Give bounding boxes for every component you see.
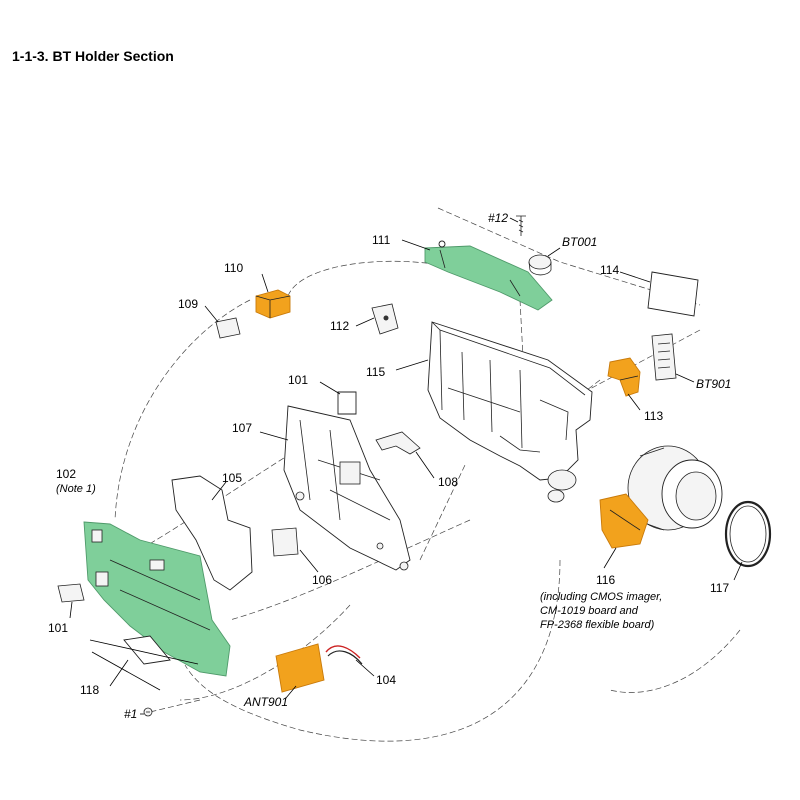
screw-12-icon	[516, 215, 526, 236]
label-115: 115	[366, 365, 385, 379]
label-107: 107	[232, 421, 252, 435]
flex-108	[375, 431, 421, 455]
holder-110	[255, 289, 291, 319]
label-ant901: ANT901	[243, 695, 288, 709]
connector-bt901	[651, 333, 677, 381]
label-102: 102	[56, 467, 76, 481]
bt-holder-frame-115	[427, 321, 593, 503]
label-116-note-b: CM-1019 board and	[540, 605, 639, 617]
label-104: 104	[376, 673, 396, 687]
main-board-102	[83, 521, 231, 677]
section-title: 1-1-3. BT Holder Section	[12, 48, 174, 64]
board-111	[424, 240, 553, 311]
label-112: 112	[330, 319, 349, 333]
leader-lines	[69, 217, 743, 715]
part-109	[215, 317, 241, 339]
label-118: 118	[80, 683, 99, 697]
board-111-shape	[424, 245, 553, 311]
main-board-102-shape	[83, 521, 231, 677]
label-109: 109	[178, 297, 198, 311]
screw-1-icon	[143, 707, 153, 717]
sheet-114	[647, 271, 699, 317]
label-108: 108	[438, 475, 458, 489]
cmos-flex-orange	[599, 493, 649, 549]
pad-106	[271, 527, 299, 557]
label-116-note-a: (including CMOS imager,	[540, 591, 662, 603]
label-110: 110	[224, 261, 243, 275]
label-1: #1	[124, 707, 137, 721]
sheet-101-upper	[337, 391, 357, 415]
label-101-lower: 101	[48, 621, 68, 635]
sheet-118	[123, 635, 171, 665]
label-bt001: BT001	[562, 235, 597, 249]
label-114: 114	[600, 263, 619, 277]
ring-117	[724, 500, 772, 568]
bracket-112	[371, 303, 399, 335]
label-note1: (Note 1)	[56, 483, 96, 495]
antenna-ant901-shape	[275, 643, 325, 693]
label-bt901: BT901	[696, 377, 731, 391]
label-116: 116	[596, 573, 615, 587]
antenna-ant901	[275, 643, 325, 693]
holder-110-shape	[255, 289, 291, 319]
label-101-upper: 101	[288, 373, 308, 387]
label-116-note-c: FP-2368 flexible board)	[540, 619, 655, 631]
battery-bt001	[528, 254, 552, 276]
part-labels: 111 #12 BT001 114 110 109 112 115 BT901 …	[48, 211, 731, 721]
label-105: 105	[222, 471, 242, 485]
part-113	[607, 357, 641, 397]
part-113-shape	[607, 357, 641, 397]
wire-104	[325, 645, 363, 665]
frame-107	[283, 405, 411, 571]
label-113: 113	[644, 409, 663, 423]
label-12: #12	[488, 211, 508, 225]
lens-block-116	[599, 445, 723, 549]
sheet-105	[171, 475, 253, 591]
label-111: 111	[372, 233, 391, 247]
sheet-101-lower	[57, 583, 85, 603]
label-117: 117	[710, 581, 729, 595]
label-106: 106	[312, 573, 332, 587]
